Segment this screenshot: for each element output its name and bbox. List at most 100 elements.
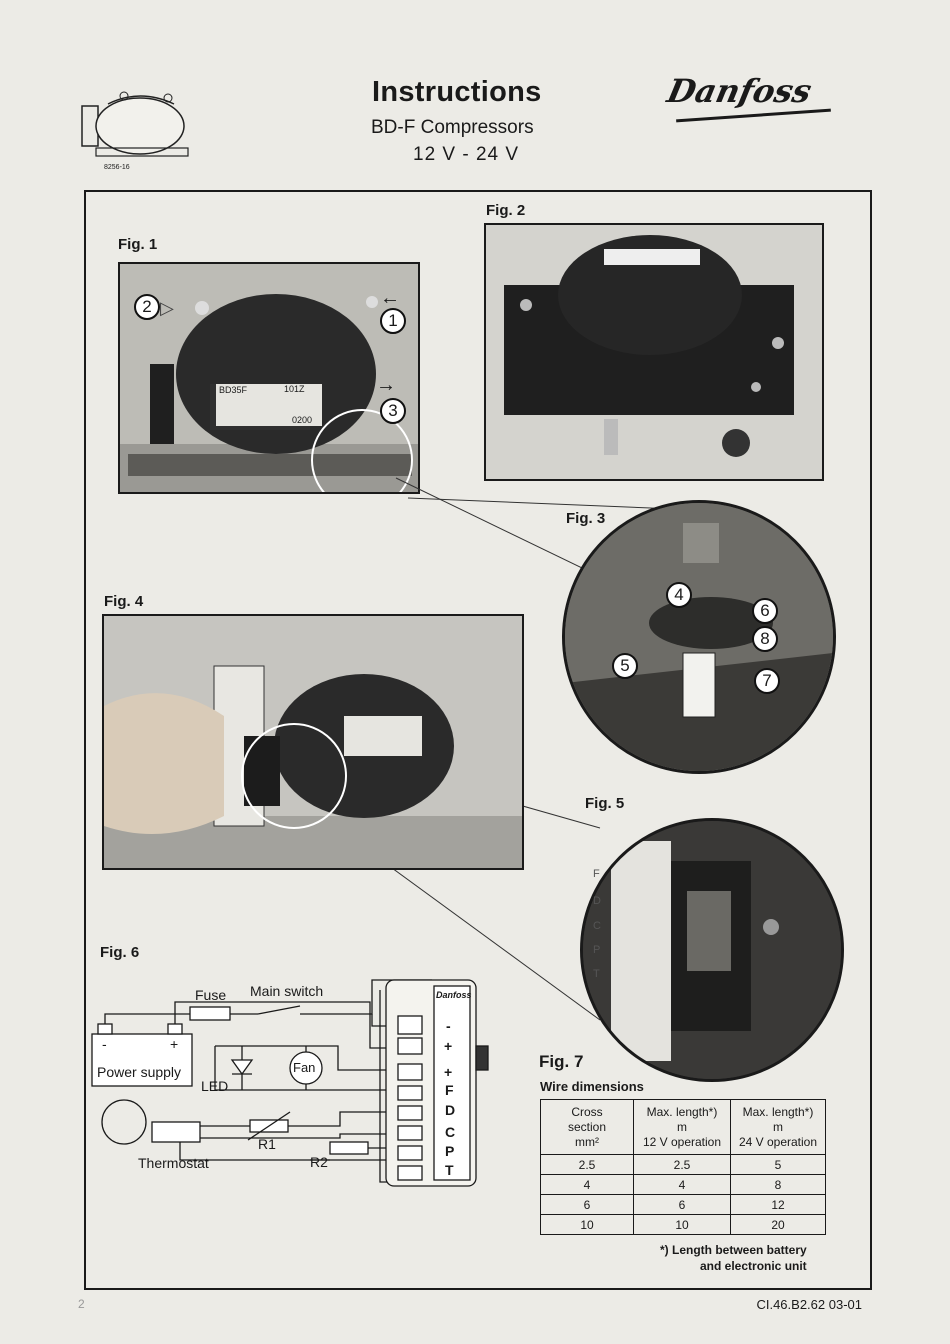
figures-frame (84, 190, 872, 1290)
fig1-label: Fig. 1 (118, 236, 158, 253)
header-text: Max. length*) (646, 1104, 718, 1119)
header-text: 24 V operation (738, 1134, 818, 1149)
table-cell: 4 (633, 1174, 731, 1195)
power-plus-label: + (170, 1036, 179, 1052)
thumbnail-code: 8256-16 (104, 164, 130, 171)
callout-6-text: 6 (760, 601, 770, 620)
callout-4-text: 4 (674, 585, 684, 604)
callout-8: 8 (752, 626, 778, 652)
fig5-letter-p: P (593, 944, 601, 956)
fig1-label-code: 101Z (284, 384, 305, 394)
fig5-letter-f: F (593, 868, 600, 880)
callout-7-text: 7 (762, 671, 772, 690)
table-header-row: Cross section mm² Max. length*) m 12 V o… (540, 1099, 826, 1155)
callout-1-text: 1 (388, 311, 398, 330)
callout-3: 3 (380, 398, 406, 424)
arrow-left-icon: ← (380, 287, 400, 309)
callout-2: 2 (134, 294, 160, 320)
header-text: m (677, 1119, 687, 1134)
fig2-label: Fig. 2 (486, 202, 526, 219)
callout-6: 6 (752, 598, 778, 624)
table-cell: 12 (730, 1194, 826, 1215)
terminal-d: D (445, 1102, 456, 1118)
fig5-letter-c: C (593, 920, 601, 932)
table-cell: 10 (633, 1214, 731, 1235)
terminal-c: C (445, 1124, 456, 1140)
fig1-photo (118, 262, 420, 494)
fan-label: Fan (293, 1060, 316, 1075)
table-cell: 2.5 (633, 1154, 731, 1175)
footnote-line-2: and electronic unit (700, 1259, 807, 1273)
fig5-letter-t: T (593, 968, 600, 980)
header-text: Max. length*) (742, 1104, 814, 1119)
unit-brand-logo: Danfoss (436, 990, 472, 1000)
header-text: Cross (571, 1104, 603, 1119)
callout-4: 4 (666, 582, 692, 608)
led-label: LED (201, 1078, 229, 1094)
callout-8-text: 8 (760, 629, 770, 648)
terminal-minus: - (446, 1018, 451, 1034)
fig6-label: Fig. 6 (100, 944, 140, 961)
fig2-photo (484, 223, 824, 481)
table-cell: 4 (540, 1174, 634, 1195)
table-cell: 2.5 (540, 1154, 634, 1175)
power-minus-label: - (102, 1036, 107, 1052)
header-24v: Max. length*) m 24 V operation (730, 1099, 826, 1155)
fig1-label-model: BD35F (219, 385, 248, 395)
terminal-plus-2: + (444, 1064, 453, 1080)
terminal-plus-1: + (444, 1038, 453, 1054)
callout-7: 7 (754, 668, 780, 694)
fig4-label: Fig. 4 (104, 593, 144, 610)
compressor-thumbnail: 8256-16 (78, 86, 200, 178)
table-footnote: *) Length between battery and electronic… (660, 1242, 807, 1274)
arrow-right-icon: → (376, 374, 396, 396)
fig7-label: Fig. 7 (539, 1052, 584, 1071)
fig3-detail-photo (562, 500, 836, 774)
table-row: 10 10 20 (540, 1214, 826, 1235)
callout-3-text: 3 (388, 401, 398, 420)
table-row: 4 4 8 (540, 1174, 826, 1195)
main-switch-label: Main switch (250, 983, 324, 999)
table-cell: 5 (730, 1154, 826, 1175)
header-cross-section: Cross section mm² (540, 1099, 634, 1155)
footnote-line-1: *) Length between battery (660, 1243, 807, 1257)
fig5-label: Fig. 5 (585, 795, 625, 812)
callout-2-text: 2 (142, 297, 152, 316)
callout-1: 1 (380, 308, 406, 334)
thermostat-label: Thermostat (138, 1155, 209, 1171)
page-subtitle: BD-F Compressors (371, 117, 534, 138)
power-supply-label: Power supply (97, 1064, 182, 1080)
wire-dimensions-table: Cross section mm² Max. length*) m 12 V o… (540, 1099, 826, 1235)
table-cell: 6 (633, 1194, 731, 1215)
fig3-label: Fig. 3 (566, 510, 606, 527)
terminal-t: T (445, 1162, 454, 1178)
page-number: 2 (78, 1297, 85, 1311)
fuse-label: Fuse (195, 987, 227, 1003)
terminal-p: P (445, 1143, 455, 1159)
header-text: section (567, 1119, 607, 1134)
page-title: Instructions (372, 76, 542, 108)
fig4-photo (102, 614, 524, 870)
fig1-label-num: 0200 (292, 415, 313, 425)
table-row: 6 6 12 (540, 1194, 826, 1215)
table-cell: 8 (730, 1174, 826, 1195)
header-text: mm² (575, 1134, 599, 1149)
fig5-detail-photo (580, 818, 844, 1082)
table-cell: 6 (540, 1194, 634, 1215)
fig5-letter-d: D (593, 895, 601, 907)
table-cell: 10 (540, 1214, 634, 1235)
callout-5: 5 (612, 653, 638, 679)
terminal-f: F (445, 1082, 454, 1098)
table-row: 2.5 2.5 5 (540, 1154, 826, 1175)
wire-table-title: Wire dimensions (540, 1079, 644, 1094)
header-text: 12 V operation (642, 1134, 722, 1149)
voltage-range: 12 V - 24 V (413, 144, 520, 165)
r2-label: R2 (310, 1154, 328, 1170)
callout-5-text: 5 (620, 656, 630, 675)
arrow-right-icon: ▷ (160, 298, 174, 318)
document-reference: CI.46.B2.62 03-01 (756, 1297, 862, 1312)
table-cell: 20 (730, 1214, 826, 1235)
header-text: m (773, 1119, 783, 1134)
r1-label: R1 (258, 1136, 276, 1152)
